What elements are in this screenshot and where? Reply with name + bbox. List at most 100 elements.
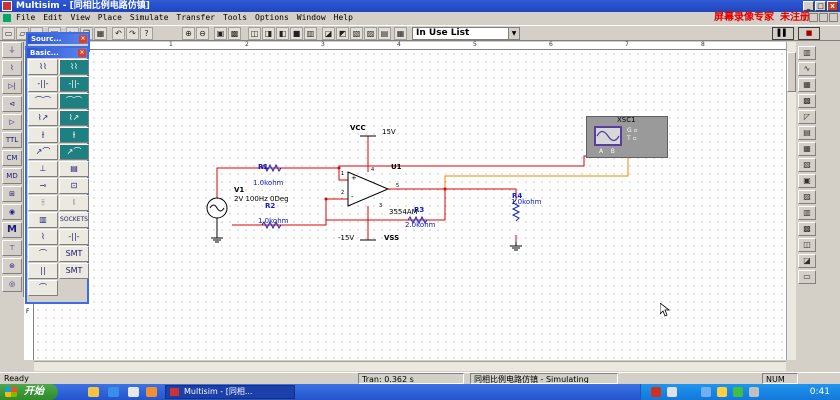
transformer-icon[interactable]: ⦙⦙ [28, 195, 58, 211]
tektronix-icon[interactable]: ◪ [798, 254, 816, 268]
menu-edit[interactable]: Edit [43, 13, 63, 22]
virtual-resistor-icon[interactable]: ⌇⌇ [59, 59, 89, 75]
inductor-icon[interactable]: ⌒⌒ [28, 93, 58, 109]
minimize-button[interactable]: _ [803, 1, 814, 11]
variable-capacitor-icon[interactable]: ⫲ [28, 127, 58, 143]
smt-cap-icon[interactable]: || [28, 263, 58, 279]
electrical-rules-icon[interactable]: ◪ [322, 27, 335, 40]
network-analyzer-icon[interactable]: ▩ [798, 222, 816, 236]
recorder-tray-icon[interactable] [651, 387, 661, 397]
mixed-icon[interactable]: ⊞ [2, 186, 22, 202]
agilent-icon[interactable]: ◫ [798, 238, 816, 252]
back-annotate-icon[interactable]: ▨ [364, 27, 377, 40]
start-button[interactable]: 开始 [0, 384, 58, 400]
undo-icon[interactable]: ↶ [112, 27, 125, 40]
virtual-inductor-icon[interactable]: ⌒⌒ [59, 93, 89, 109]
chevron-down-icon[interactable]: ▼ [508, 28, 519, 39]
input-tray-icon[interactable] [749, 387, 759, 397]
netlist-icon[interactable]: ◩ [336, 27, 349, 40]
close-button[interactable]: x [827, 1, 838, 11]
menu-tools[interactable]: Tools [222, 13, 248, 22]
basic-icon[interactable]: ⌇ [2, 60, 22, 76]
smt-resistor-icon[interactable]: ⌇ [28, 229, 58, 245]
function-generator-icon[interactable]: ∿ [798, 62, 816, 76]
close-icon[interactable]: × [79, 35, 87, 43]
menu-window[interactable]: Window [296, 13, 326, 22]
oscilloscope-icon[interactable]: ▩ [798, 94, 816, 108]
transistor-icon[interactable]: ⊲ [2, 96, 22, 112]
close-icon[interactable]: × [78, 49, 86, 57]
smt-component-icon[interactable]: SMT [59, 246, 89, 262]
sources-icon[interactable]: ⏚ [2, 42, 22, 58]
menu-help[interactable]: Help [333, 13, 353, 22]
oscilloscope-xsc1[interactable]: XSC1 G ▫ T ▫ A B [586, 116, 668, 158]
stop-simulation-button[interactable]: ■ [798, 27, 820, 40]
pullup-icon[interactable]: ⊥ [28, 161, 58, 177]
resistor-icon[interactable]: ⌇⌇ [28, 59, 58, 75]
iv-analyzer-icon[interactable]: ▣ [798, 174, 816, 188]
doc-minimize-button[interactable] [809, 13, 818, 22]
multimeter-icon[interactable]: ▥ [798, 46, 816, 60]
zoom-fit-icon[interactable]: ▩ [228, 27, 241, 40]
zoom-in-icon[interactable]: ⊕ [182, 27, 195, 40]
logic-converter-icon[interactable]: ▧ [798, 158, 816, 172]
zoom-out-icon[interactable]: ⊖ [196, 27, 209, 40]
misc-icon[interactable]: M [2, 222, 22, 238]
help-icon[interactable]: ? [140, 27, 153, 40]
horizontal-scrollbar[interactable] [34, 361, 786, 371]
database-icon[interactable]: ◨ [262, 27, 275, 40]
grapher-icon[interactable]: ◧ [276, 27, 289, 40]
transfer-icon[interactable]: ▧ [350, 27, 363, 40]
vertical-scroll-thumb[interactable] [787, 52, 796, 92]
diode-icon[interactable]: ▷| [2, 78, 22, 94]
vertical-scrollbar[interactable] [786, 42, 796, 360]
word-generator-icon[interactable]: ▤ [798, 126, 816, 140]
menu-file[interactable]: File [16, 13, 36, 22]
list-icon[interactable]: ▤ [378, 27, 391, 40]
smt-inductor-icon[interactable]: ⌒ [28, 246, 58, 262]
rf-icon[interactable]: ⊤ [2, 240, 22, 256]
paste-icon[interactable]: ▦ [94, 27, 107, 40]
wattmeter-icon[interactable]: ▦ [798, 78, 816, 92]
security-tray-icon[interactable] [733, 387, 743, 397]
logic-analyzer-icon[interactable]: ▦ [798, 142, 816, 156]
analog-icon[interactable]: ▷ [2, 114, 22, 130]
bode-plotter-icon[interactable]: ◸ [798, 110, 816, 124]
menu-simulate[interactable]: Simulate [129, 13, 169, 22]
nonlinear-transformer-icon[interactable]: ⦚ [59, 195, 89, 211]
spreadsheet-icon[interactable]: ■ [290, 27, 303, 40]
opamp-symbol[interactable] [347, 171, 390, 207]
menu-options[interactable]: Options [255, 13, 289, 22]
socket-icon[interactable]: SOCKETS [59, 212, 89, 228]
virtual-variable-inductor-icon[interactable]: ↗⌒ [59, 144, 89, 160]
virtual-potentiometer-icon[interactable]: ⌇↗ [59, 110, 89, 126]
variable-inductor-icon[interactable]: ↗⌒ [28, 144, 58, 160]
maximize-button[interactable]: □ [815, 1, 826, 11]
zoom-area-icon[interactable]: ▣ [214, 27, 227, 40]
capacitor-icon[interactable]: -||- [28, 76, 58, 92]
indicator-icon[interactable]: ◉ [2, 204, 22, 220]
ttl-icon[interactable]: TTL [2, 132, 22, 148]
title-bar[interactable]: Multisim - [同相比例电路仿镇] _ □ x [0, 0, 840, 12]
resistor-pack-icon[interactable]: ▤ [59, 161, 89, 177]
taskbar-multisim-item[interactable]: Multisim - [同相... [165, 385, 295, 399]
volume-tray-icon[interactable] [717, 387, 727, 397]
doc-close-button[interactable] [829, 13, 838, 22]
desktop-quicklaunch-icon[interactable] [128, 387, 139, 397]
redo-icon[interactable]: ↷ [126, 27, 139, 40]
folder-quicklaunch-icon[interactable] [88, 387, 99, 397]
current-probe-icon[interactable]: ▭ [798, 270, 816, 284]
spectrum-analyzer-icon[interactable]: ▥ [798, 206, 816, 220]
smt-capacitor-icon[interactable]: -||- [59, 229, 89, 245]
sources-palette-title[interactable]: Sourc... × [28, 34, 88, 44]
pause-simulation-button[interactable]: ▌▌ [772, 27, 794, 40]
menu-view[interactable]: View [70, 13, 90, 22]
smt-misc-icon[interactable]: SMT [59, 263, 89, 279]
cmos-icon[interactable]: CM [2, 150, 22, 166]
smt-extra-icon[interactable]: ⌒ [28, 280, 58, 296]
basic-palette[interactable]: Basic... × ⌇⌇ ⌇⌇ -||- -||- ⌒⌒ ⌒⌒ ⌇↗ ⌇↗ ⫲… [25, 46, 89, 304]
network-tray-icon[interactable] [701, 387, 711, 397]
menu-place[interactable]: Place [97, 13, 122, 22]
connector-icon[interactable]: ▥ [28, 212, 58, 228]
virtual-variable-capacitor-icon[interactable]: ⫲ [59, 127, 89, 143]
